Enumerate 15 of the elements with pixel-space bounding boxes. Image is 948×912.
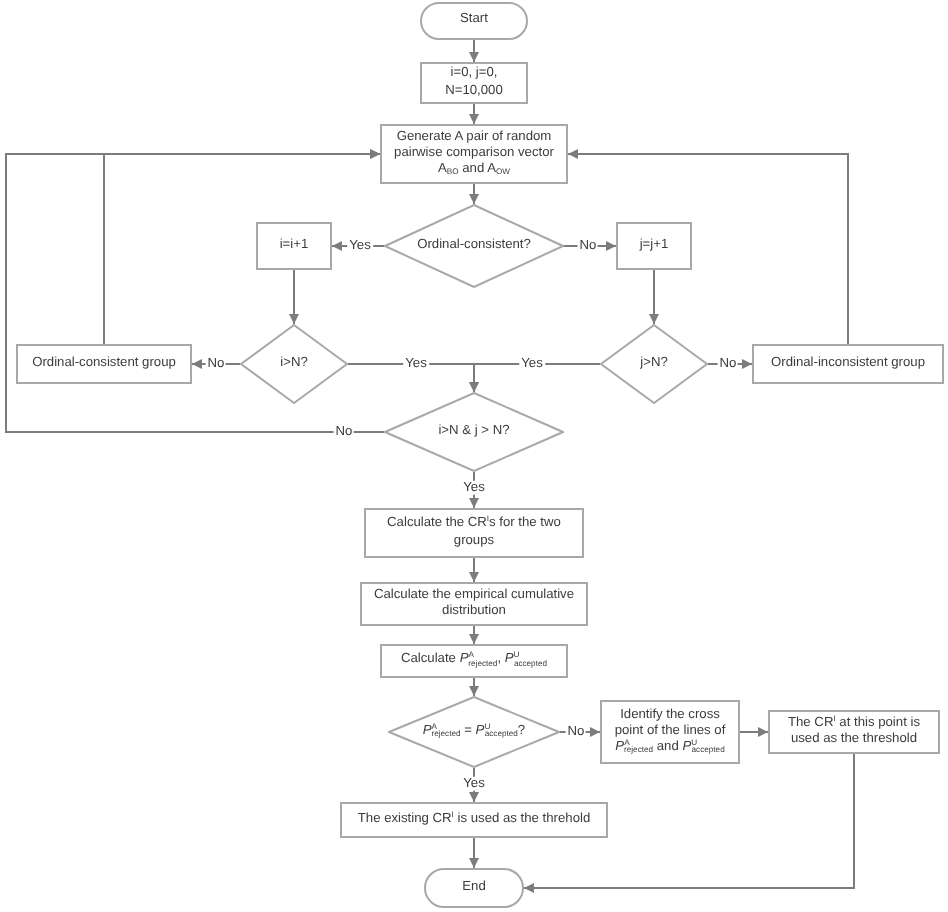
arrow — [469, 837, 479, 869]
arrow — [523, 753, 855, 893]
arrow — [649, 269, 659, 325]
arrow — [469, 103, 479, 125]
arrow — [469, 363, 601, 393]
arrow — [469, 625, 479, 645]
arrow — [567, 149, 849, 345]
arrow — [469, 183, 479, 205]
arrow — [469, 39, 479, 63]
arrow — [469, 557, 479, 583]
arrow — [469, 677, 479, 697]
arrow — [739, 727, 769, 737]
arrow — [5, 149, 385, 433]
arrow — [289, 269, 299, 325]
arrow — [469, 767, 479, 803]
